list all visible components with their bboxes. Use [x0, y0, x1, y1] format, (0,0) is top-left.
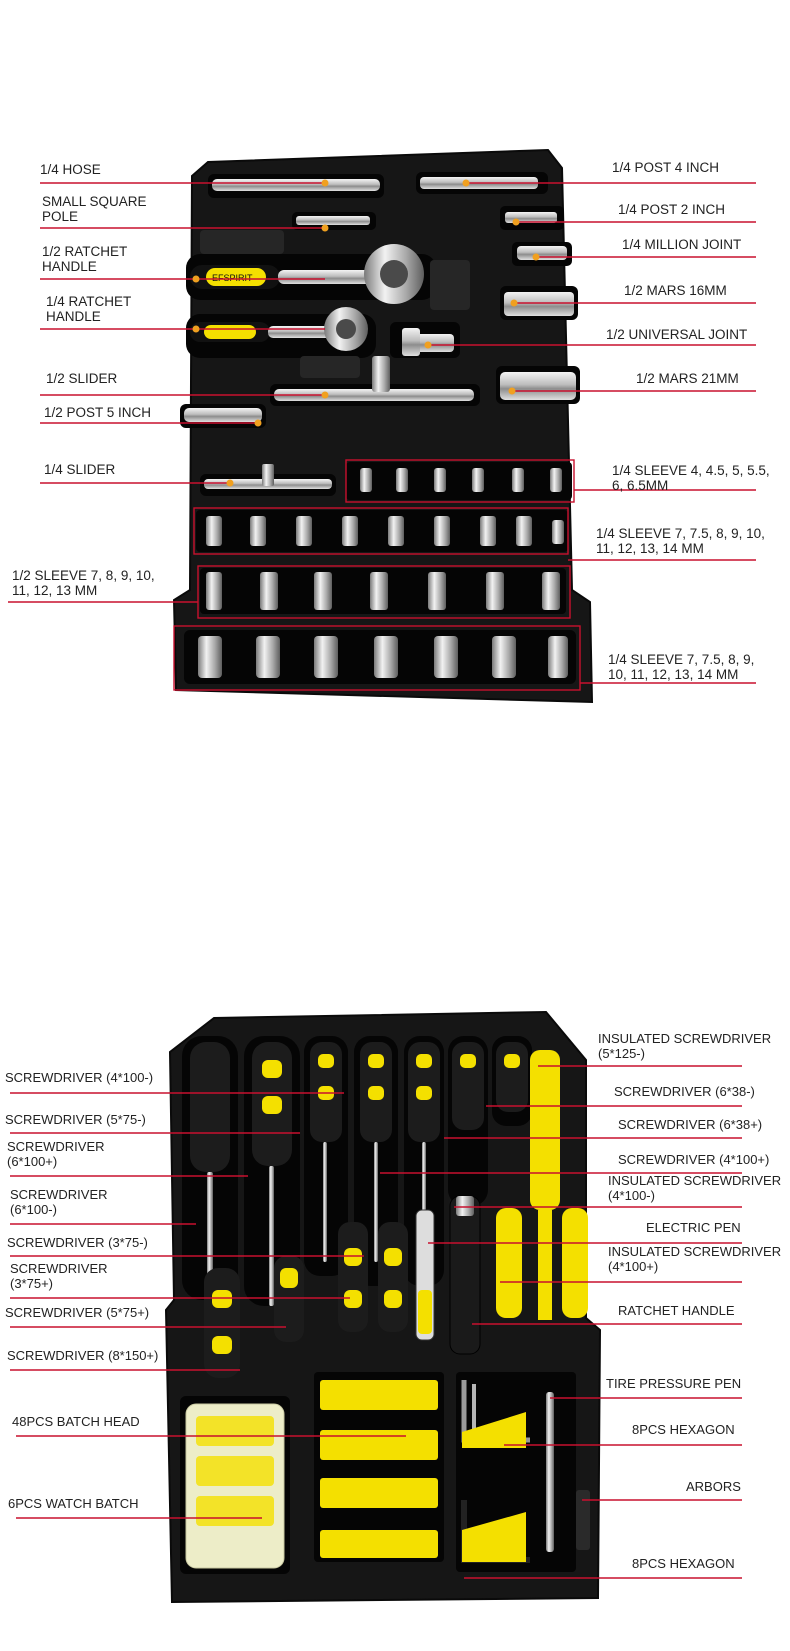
label-8pcs-hexagon-lower: 8PCS HEXAGON [632, 1556, 735, 1571]
label-quarter-sleeve-small: 1/4 SLEEVE 4, 4.5, 5, 5.5,6, 6.5MM [612, 463, 770, 493]
brand-label: EFSPIRIT [212, 273, 253, 283]
label-half-universal-joint: 1/2 UNIVERSAL JOINT [606, 327, 747, 342]
label-screwdriver-8x150-plus: SCREWDRIVER (8*150+) [7, 1348, 158, 1363]
label-quarter-sleeve-large: 1/4 SLEEVE 7, 7.5, 8, 9,10, 11, 12, 13, … [608, 652, 754, 682]
label-48pcs-batch-head: 48PCS BATCH HEAD [12, 1414, 140, 1429]
label-arbors: ARBORS [686, 1479, 741, 1494]
label-screwdriver-6x38-plus: SCREWDRIVER (6*38+) [618, 1117, 762, 1132]
label-screwdriver-3x75-plus: SCREWDRIVER(3*75+) [10, 1261, 108, 1291]
mars-16mm [504, 292, 574, 316]
universal-joint [402, 328, 454, 356]
ratchet-handle-half-inch: EFSPIRIT [190, 244, 424, 304]
socket-row-quarter-small [346, 462, 572, 500]
label-insulated-screwdriver-5x125-minus: INSULATED SCREWDRIVER(5*125-) [598, 1031, 771, 1061]
bottom-right-labels: INSULATED SCREWDRIVER(5*125-) SCREWDRIVE… [598, 1031, 781, 1571]
label-8pcs-hexagon-upper: 8PCS HEXAGON [632, 1422, 735, 1437]
label-quarter-hose: 1/4 HOSE [40, 162, 101, 177]
label-tire-pressure-pen: TIRE PRESSURE PEN [606, 1376, 741, 1391]
mars-21mm [500, 372, 576, 400]
label-electric-pen: ELECTRIC PEN [646, 1220, 741, 1235]
hose-extension [212, 179, 380, 191]
label-screwdriver-5x75-minus: SCREWDRIVER (5*75-) [5, 1112, 146, 1127]
label-screwdriver-6x100-plus: SCREWDRIVER(6*100+) [7, 1139, 105, 1169]
highlight-box-sleeve-quarter-small [345, 459, 575, 503]
label-ratchet-handle: RATCHET HANDLE [618, 1303, 735, 1318]
label-quarter-sleeve-medium: 1/4 SLEEVE 7, 7.5, 8, 9, 10,11, 12, 13, … [596, 526, 765, 556]
label-half-slider: 1/2 SLIDER [46, 371, 118, 386]
label-6pcs-watch-batch: 6PCS WATCH BATCH [8, 1496, 139, 1511]
label-screwdriver-5x75-plus: SCREWDRIVER (5*75+) [5, 1305, 149, 1320]
highlight-box-sleeve-quarter-large [173, 625, 581, 691]
label-screwdriver-6x100-minus: SCREWDRIVER(6*100-) [10, 1187, 108, 1217]
label-half-sleeve: 1/2 SLEEVE 7, 8, 9, 10,11, 12, 13 MM [12, 568, 155, 598]
socket-row-quarter-large [184, 630, 576, 684]
slider-quarter-inch [204, 464, 332, 489]
label-screwdriver-4x100-plus: SCREWDRIVER (4*100+) [618, 1152, 769, 1167]
label-quarter-slider: 1/4 SLIDER [44, 462, 116, 477]
socket-row-quarter-medium [196, 510, 568, 552]
anchor-dots-top [192, 179, 540, 487]
label-screwdriver-3x75-minus: SCREWDRIVER (3*75-) [7, 1235, 148, 1250]
small-square-pole [296, 216, 370, 225]
socket-row-half [200, 568, 566, 614]
label-quarter-post-4-inch: 1/4 POST 4 INCH [612, 160, 719, 175]
label-quarter-post-2-inch: 1/4 POST 2 INCH [618, 202, 725, 217]
label-half-post-5-inch: 1/2 POST 5 INCH [44, 405, 151, 420]
post-5-inch [184, 408, 262, 422]
label-insulated-screwdriver-4x100-minus: INSULATED SCREWDRIVER(4*100-) [608, 1173, 781, 1203]
socket-tray [172, 148, 594, 704]
top-right-labels: 1/4 POST 4 INCH 1/4 POST 2 INCH 1/4 MILL… [596, 160, 770, 682]
label-half-mars-21mm: 1/2 MARS 21MM [636, 371, 739, 386]
label-half-mars-16mm: 1/2 MARS 16MM [624, 283, 727, 298]
label-screwdriver-6x38-minus: SCREWDRIVER (6*38-) [614, 1084, 755, 1099]
highlight-box-sleeve-quarter-medium [193, 507, 569, 555]
screwdrivers [185, 1042, 590, 1569]
label-quarter-million-joint: 1/4 MILLION JOINT [622, 237, 741, 252]
bottom-left-labels: SCREWDRIVER (4*100-) SCREWDRIVER (5*75-)… [5, 1070, 158, 1511]
label-screwdriver-4x100-minus: SCREWDRIVER (4*100-) [5, 1070, 153, 1085]
million-joint [517, 246, 567, 260]
label-insulated-screwdriver-4x100-plus: INSULATED SCREWDRIVER(4*100+) [608, 1244, 781, 1274]
highlight-box-sleeve-half [197, 565, 571, 619]
